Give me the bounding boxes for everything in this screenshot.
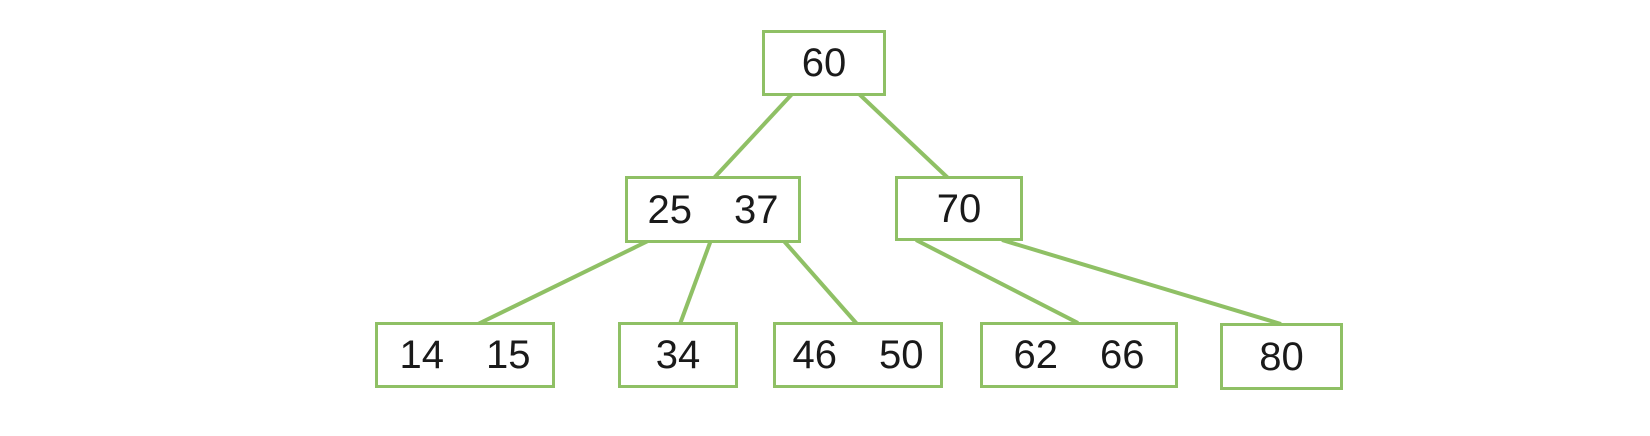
- tree-node-14-15: 14 15: [375, 322, 555, 388]
- tree-node-34: 34: [618, 322, 738, 388]
- node-key: 60: [801, 41, 847, 85]
- tree-edge-60-to-70: [856, 91, 950, 180]
- node-key: 50: [879, 333, 924, 377]
- tree-edge-70-to-62-66: [915, 238, 1079, 325]
- tree-node-70: 70: [895, 176, 1023, 241]
- node-key: 14: [399, 333, 445, 377]
- node-key: 80: [1259, 334, 1304, 379]
- tree-node-25-37: 25 37: [625, 176, 801, 243]
- node-key: 15: [486, 333, 531, 377]
- tree-node-60: 60: [762, 30, 886, 96]
- tree-node-62-66: 62 66: [980, 322, 1178, 388]
- node-key: 37: [734, 187, 779, 232]
- tree-edge-70-to-80: [1001, 238, 1282, 326]
- node-key: 62: [1013, 333, 1059, 377]
- tree-edge-60-to-25-37: [712, 91, 795, 180]
- tree-node-80: 80: [1220, 323, 1343, 390]
- tree-edge-25-37-to-34: [678, 239, 713, 325]
- node-key: 66: [1100, 333, 1145, 377]
- node-key: 46: [792, 333, 838, 377]
- node-key: 70: [936, 186, 982, 231]
- tree-edge-25-37-to-46-50: [781, 238, 859, 326]
- tree-node-46-50: 46 50: [773, 322, 943, 388]
- tree-edge-25-37-to-14-15: [477, 238, 651, 326]
- node-key: 25: [647, 187, 693, 232]
- node-key: 34: [655, 333, 701, 377]
